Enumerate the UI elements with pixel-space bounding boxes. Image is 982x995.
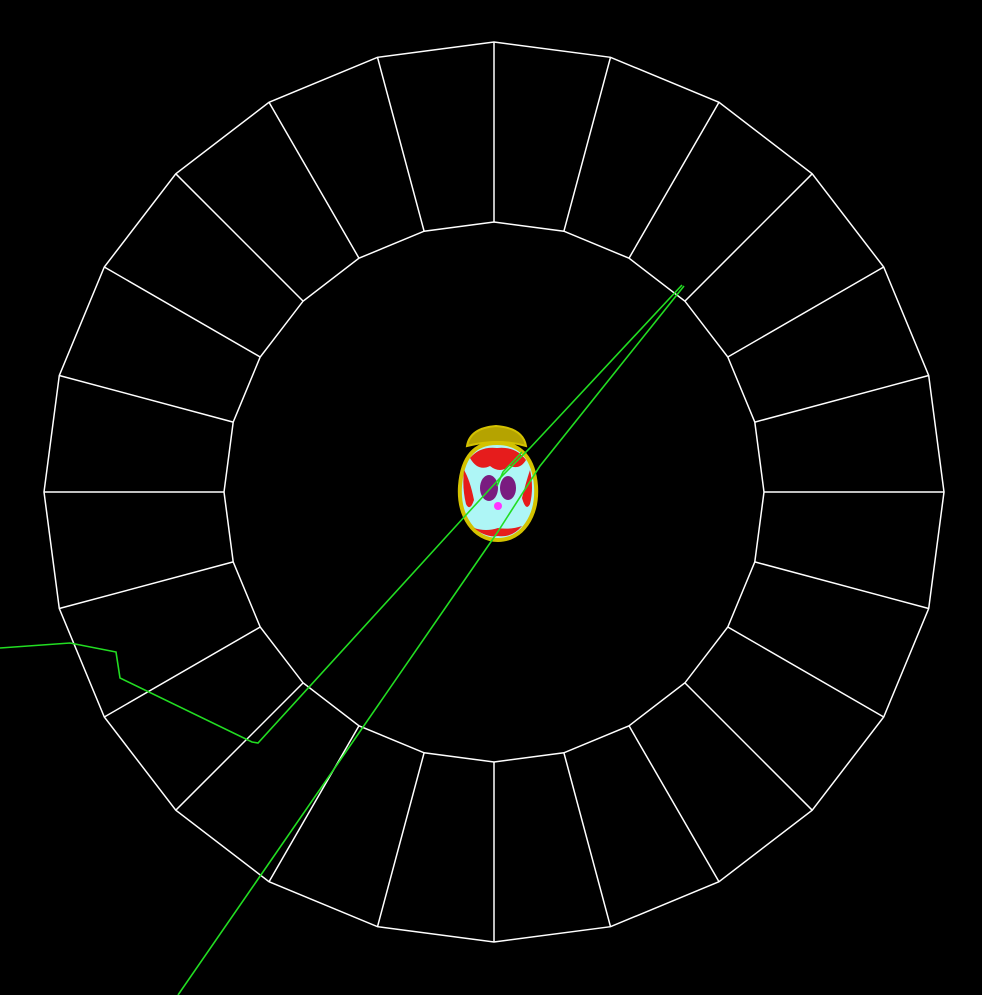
detector-segment-divider xyxy=(628,101,720,259)
detector-segment-divider xyxy=(563,57,612,232)
particle-tracks xyxy=(0,284,685,995)
detector-segment-divider xyxy=(684,173,813,302)
detector-segment-divider xyxy=(727,266,885,358)
track-1 xyxy=(0,284,683,744)
detector-segment-divider xyxy=(376,57,425,232)
detector-segment-divider xyxy=(754,374,929,423)
track-2 xyxy=(177,285,685,995)
detector-segment-divider xyxy=(628,725,720,883)
detector-segment-divider xyxy=(268,101,360,259)
detector-segment-divider xyxy=(684,682,813,811)
track-3 xyxy=(496,451,523,487)
detector-segment-divider xyxy=(175,682,304,811)
phantom-bone-right xyxy=(522,470,532,507)
phantom-marker xyxy=(494,502,502,510)
detector-segment-divider xyxy=(175,173,304,302)
detector-segment-divider xyxy=(563,752,612,927)
phantom-brain-core-right xyxy=(500,476,516,500)
phantom-outer-skin xyxy=(457,440,539,543)
phantom-bone-layer xyxy=(470,447,526,470)
detector-segment-divider xyxy=(59,374,234,423)
detector-segment-divider xyxy=(59,561,234,610)
detector-segment-divider xyxy=(103,266,261,358)
detector-segment-divider xyxy=(727,626,885,718)
detector-ring xyxy=(43,41,945,943)
phantom-bone-left xyxy=(463,470,474,508)
detector-segment-divider xyxy=(268,725,360,883)
detector-segment-divider xyxy=(754,561,929,610)
detector-segment-divider xyxy=(103,626,261,718)
detector-segment-divider xyxy=(376,752,425,927)
